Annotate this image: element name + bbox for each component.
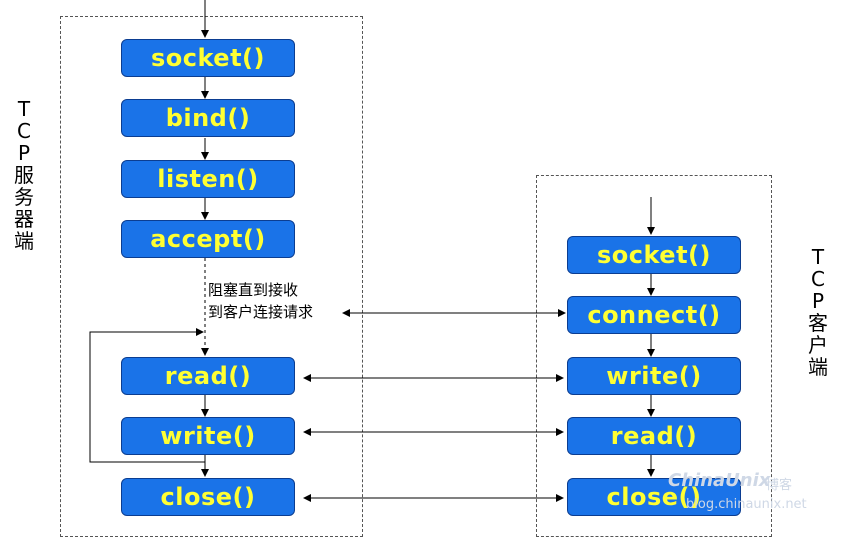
client-write-box: write() (567, 357, 741, 395)
loop-back-arrow (89, 328, 205, 463)
server-accept-box: accept() (121, 220, 295, 258)
server-write-box: write() (121, 417, 295, 455)
server-panel (60, 16, 363, 537)
client-label: TCP客户端 (808, 245, 828, 379)
watermark-blog: 博客 (766, 478, 793, 493)
blocking-note-line1: 阻塞直到接收 (208, 281, 299, 299)
server-socket-box: socket() (121, 39, 295, 77)
client-connect-box: connect() (567, 296, 741, 334)
client-close-box: close() (567, 478, 741, 516)
blocking-note-line2: 到客户连接请求 (208, 303, 314, 321)
server-listen-box: listen() (121, 160, 295, 198)
client-socket-box: socket() (567, 236, 741, 274)
client-panel (536, 175, 772, 537)
server-label: TCP服务器端 (14, 97, 34, 253)
server-close-box: close() (121, 478, 295, 516)
client-read-box: read() (567, 417, 741, 455)
server-read-box: read() (121, 357, 295, 395)
watermark-brand: ChinaUnix (668, 470, 771, 491)
watermark-url: blog.chinaunix.net (686, 497, 807, 512)
server-bind-box: bind() (121, 99, 295, 137)
